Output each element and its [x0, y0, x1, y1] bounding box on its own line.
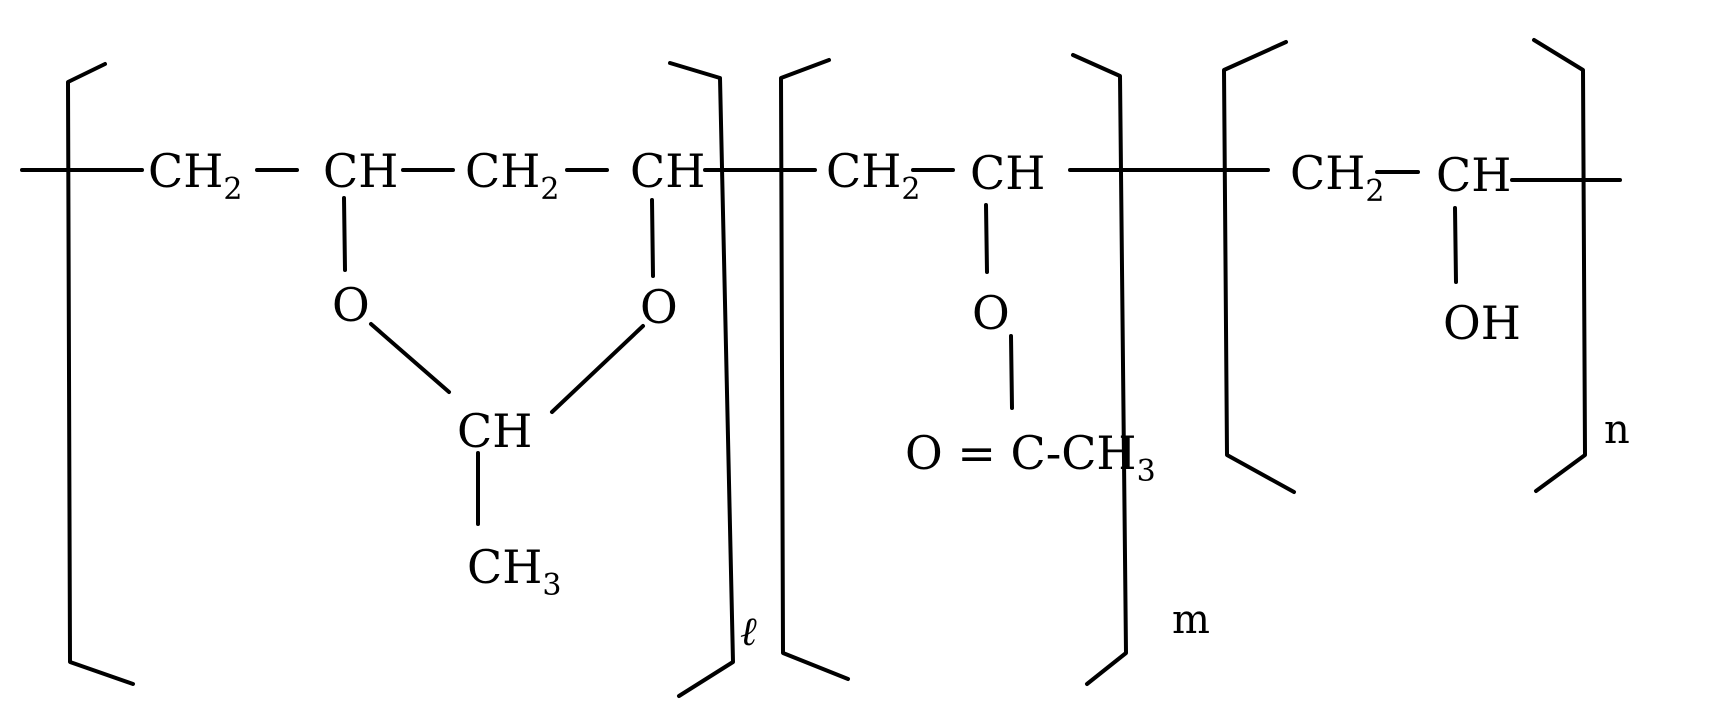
unit2-ch2: CH2	[826, 144, 921, 207]
unit3-ch2: CH2	[1290, 146, 1385, 209]
bracket-unit3-left	[1222, 40, 1296, 494]
unit1-ch-a: CH	[323, 144, 399, 198]
bracket-unit1-left	[66, 62, 135, 686]
unit1-ch2-a: CH2	[148, 144, 243, 207]
unit3-hydroxyl: OH	[1443, 296, 1521, 350]
unit2-oxygen: O	[972, 286, 1010, 340]
unit1-repeat-index: ℓ	[740, 609, 757, 655]
bond-ch-o-unit2	[984, 203, 989, 274]
unit3-ch: CH	[1436, 148, 1512, 202]
bond-o-carbonyl	[1009, 334, 1014, 410]
bracket-unit2-right	[1071, 53, 1128, 686]
unit2-ch: CH	[970, 146, 1046, 200]
unit2-ester-group: O = C-CH3	[905, 426, 1156, 489]
unit1-oxygen-b: O	[640, 280, 678, 334]
bracket-unit3-right	[1532, 38, 1587, 493]
unit3-repeat-index: n	[1604, 407, 1630, 453]
bond-o-acetal-b	[550, 324, 645, 414]
bond-ch-o-b	[650, 198, 655, 278]
unit1-methyl: CH3	[467, 540, 562, 603]
unit2-repeat-index: m	[1172, 597, 1210, 643]
unit1-ch2-b: CH2	[465, 144, 560, 207]
unit1-ch-b: CH	[630, 144, 706, 198]
bracket-unit1-right	[668, 61, 735, 698]
bond-o-acetal-a	[369, 322, 451, 394]
unit1-oxygen-a: O	[332, 278, 370, 332]
bracket-unit2-left	[779, 58, 850, 681]
bond-ch-o-a	[342, 196, 347, 272]
unit1-acetal-ch: CH	[457, 404, 533, 458]
bond-ch-oh	[1453, 206, 1458, 284]
